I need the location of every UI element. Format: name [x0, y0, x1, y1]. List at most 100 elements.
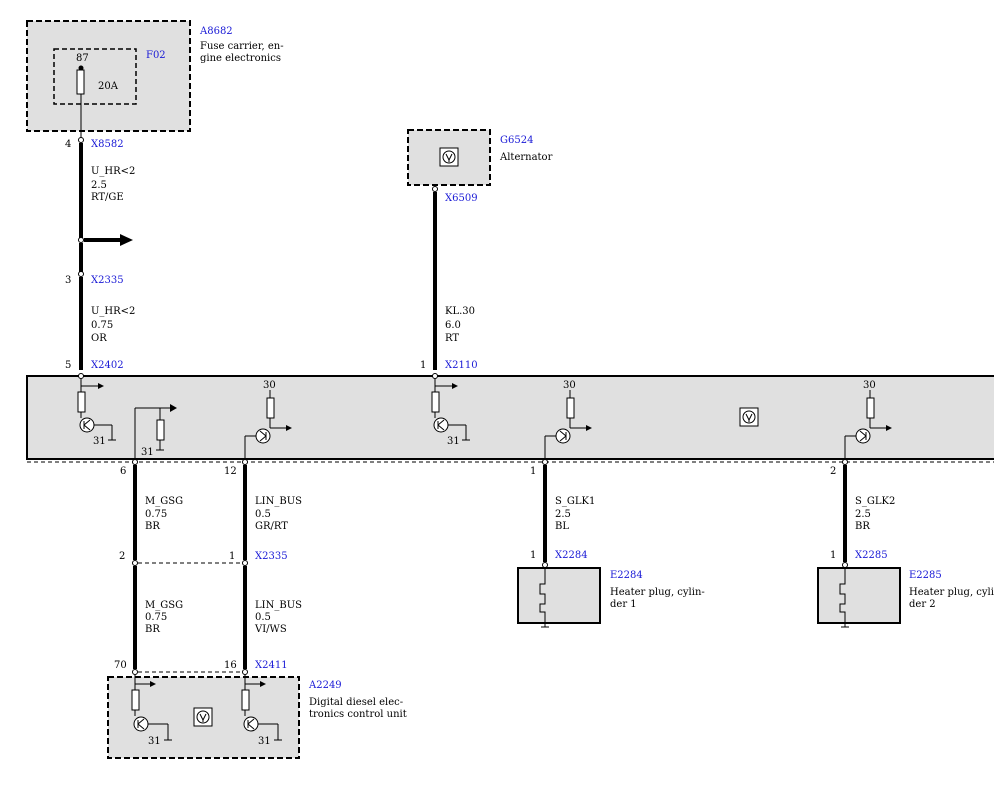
fuse-carrier-id[interactable]: A8682	[199, 26, 233, 37]
wire-m-gsg-1-color: BR	[145, 521, 160, 532]
wire-m-gsg-2-color: BR	[145, 624, 160, 635]
x2285-pin	[842, 562, 848, 568]
x2335-mid-pin-1-label: 1	[229, 551, 235, 562]
control-module-box[interactable]	[26, 375, 994, 460]
wire-u-hr-1-name: U_HR<2	[91, 166, 135, 177]
fuse-rating: 20A	[98, 81, 119, 92]
wire-lin-1-color: GR/RT	[255, 521, 288, 532]
heater-plug-1-box[interactable]	[517, 567, 601, 624]
module-symbol-mark	[745, 413, 753, 422]
module-pin-6-label: 6	[120, 466, 126, 477]
ground-terminal-31: 31	[141, 447, 154, 458]
wire-m-gsg-2-name: M_GSG	[145, 600, 183, 611]
glk1-stage	[544, 390, 592, 462]
x2284-id[interactable]: X2284	[555, 550, 588, 561]
x8582-pin-number: 4	[65, 139, 71, 150]
dde-stage-2	[241, 675, 282, 741]
kl30-terminal-31: 31	[447, 436, 460, 447]
wire-lin-2-name: LIN_BUS	[255, 600, 302, 611]
wire-kl30-name: KL.30	[445, 306, 475, 317]
connector-x2335-pin	[78, 271, 84, 277]
dde-symbol-mark	[199, 713, 207, 722]
lin-terminal-30: 30	[263, 380, 276, 391]
x2284-pin-number: 1	[530, 550, 536, 561]
dde-desc-1: Digital diesel elec-	[309, 697, 403, 708]
module-pin-5	[78, 373, 84, 379]
dde-symbol-circle	[196, 710, 210, 724]
dde-id[interactable]: A2249	[308, 680, 342, 691]
heater-plug-1-desc-2: der 1	[610, 599, 637, 610]
x2411-pin-70-label: 70	[114, 660, 127, 671]
wire-s-glk2-color: BR	[855, 521, 870, 532]
heater-plug-2-desc-2: der 2	[909, 599, 936, 610]
alternator-symbol-circle	[442, 150, 456, 164]
x2284-pin	[542, 562, 548, 568]
module-pin-1-bottom	[542, 459, 548, 465]
dde-stage-1	[131, 675, 172, 741]
x2285-id[interactable]: X2285	[855, 550, 888, 561]
x2335-mid-pin-2	[132, 560, 138, 566]
heater-plug-2-box[interactable]	[817, 567, 901, 624]
x2411-pin-16-label: 16	[224, 660, 237, 671]
fuse-f02-box[interactable]	[53, 48, 137, 105]
wire-s-glk2-size: 2.5	[855, 509, 871, 520]
module-pin-1-top	[432, 373, 438, 379]
module-symbol-circle	[742, 410, 756, 424]
wire-u-hr-2-color: OR	[91, 333, 107, 344]
module-pin-12-label: 12	[224, 466, 237, 477]
module-pin-12	[242, 459, 248, 465]
x2110-id[interactable]: X2110	[445, 360, 478, 371]
fuse-carrier-desc-1: Fuse carrier, en-	[200, 41, 284, 52]
heater-plug-2-icon	[839, 568, 846, 623]
wire-kl30-size: 6.0	[445, 320, 461, 331]
x2411-id[interactable]: X2411	[255, 660, 288, 671]
wire-s-glk2-name: S_GLK2	[855, 496, 895, 507]
alternator-symbol-mark	[445, 153, 453, 162]
wire-lin-2-color: VI/WS	[254, 624, 287, 635]
glk2-stage	[844, 390, 892, 462]
module-pin-2	[842, 459, 848, 465]
heater-plug-2-desc-1: Heater plug, cylin-	[909, 587, 994, 598]
ground-resistor-stage	[134, 404, 177, 462]
wire-u-hr-1-size: 2.5	[91, 180, 107, 191]
fuse-top-node	[78, 65, 84, 71]
wire-m-gsg-1-size: 0.75	[145, 509, 167, 520]
x2335-top-id[interactable]: X2335	[91, 275, 124, 286]
fuse-terminal-label: 87	[76, 53, 89, 64]
x6509-id[interactable]: X6509	[445, 193, 478, 204]
connector-x6509-pin	[432, 186, 438, 192]
x2411-pin-70	[132, 669, 138, 675]
alternator-desc: Alternator	[499, 152, 553, 163]
dde-stage-1-terminal-31: 31	[148, 736, 161, 747]
wire-u-hr-2-size: 0.75	[91, 320, 113, 331]
wire-lin-2-size: 0.5	[255, 612, 271, 623]
x2402-id[interactable]: X2402	[91, 360, 124, 371]
module-pin-1-label: 1	[530, 466, 536, 477]
heater-plug-1-desc-1: Heater plug, cylin-	[610, 587, 705, 598]
wire-m-gsg-1-name: M_GSG	[145, 496, 183, 507]
wire-m-gsg-2-size: 0.75	[145, 612, 167, 623]
fuse-id[interactable]: F02	[146, 50, 166, 61]
wire-u-hr-2-name: U_HR<2	[91, 306, 135, 317]
alternator-id[interactable]: G6524	[500, 135, 533, 146]
heater-plug-1-id[interactable]: E2284	[610, 570, 643, 581]
x2335-mid-id[interactable]: X2335	[255, 551, 288, 562]
module-pin-6	[132, 459, 138, 465]
kl30-stage	[431, 379, 470, 441]
wire-s-glk1-size: 2.5	[555, 509, 571, 520]
x2285-pin-number: 1	[830, 550, 836, 561]
connector-x8582-pin	[78, 137, 84, 143]
wire-u-hr-1-color: RT/GE	[91, 192, 124, 203]
x2335-mid-pin-1	[242, 560, 248, 566]
wire-lin-1-size: 0.5	[255, 509, 271, 520]
x8582-id[interactable]: X8582	[91, 139, 124, 150]
x2411-pin-16	[242, 669, 248, 675]
glk2-terminal-30: 30	[863, 380, 876, 391]
x2335-mid-pin-2-label: 2	[119, 551, 125, 562]
heater-plug-2-id[interactable]: E2285	[909, 570, 942, 581]
fuse-carrier-box[interactable]	[26, 20, 191, 132]
wire-s-glk1-color: BL	[555, 521, 569, 532]
wire-lin-1-name: LIN_BUS	[255, 496, 302, 507]
